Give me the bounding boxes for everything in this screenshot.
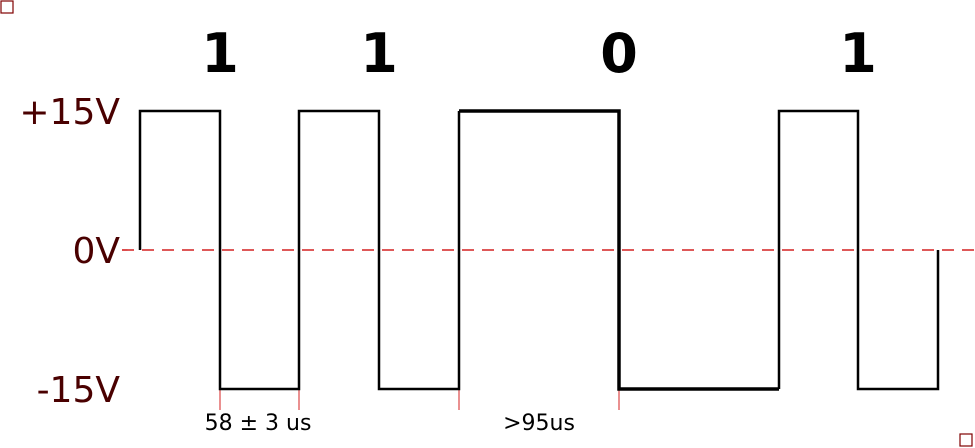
corner-marker-bottom-right [959, 433, 973, 447]
bit-label-2: 1 [360, 22, 398, 85]
timing-label-zero-bit: >95us [503, 411, 575, 436]
voltage-label-negative: -15V [37, 370, 121, 411]
timing-label-one-bit: 58 ± 3 us [205, 411, 312, 436]
corner-marker-top-left [0, 0, 14, 14]
bit-label-1: 1 [201, 22, 239, 85]
bit-label-4: 1 [839, 22, 877, 85]
bit-label-3: 0 [600, 22, 638, 85]
signal-waveform-zero-bit [459, 109, 779, 391]
signal-waveform [138, 109, 940, 391]
voltage-label-positive: +15V [19, 92, 120, 133]
voltage-label-zero: 0V [72, 231, 120, 272]
